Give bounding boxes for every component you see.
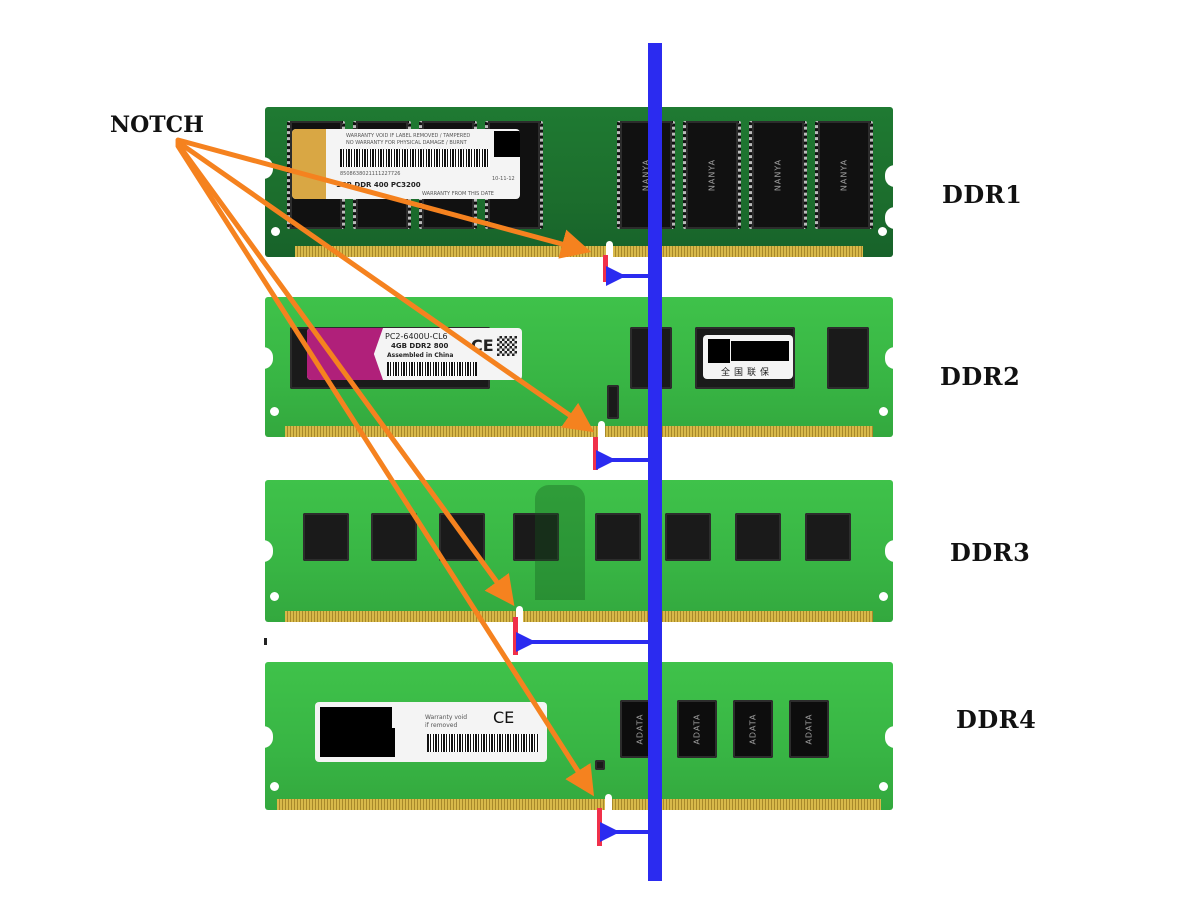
ddr4-sticker-barcode <box>427 734 539 752</box>
ddr3-right-side-notch <box>885 540 893 562</box>
ddr4-mount-hole-right <box>879 782 888 791</box>
ddr4-sticker-warranty-line1: Warranty void <box>425 714 468 721</box>
ddr4-right-side-notch <box>885 726 893 748</box>
ddr1-chip: NANYA <box>617 121 675 229</box>
ddr4-sticker-redaction-ext <box>389 728 395 757</box>
ddr4-chip: ADATA <box>620 700 660 758</box>
ddr1-sticker-barcode <box>340 149 490 167</box>
ddr3-mount-hole-left <box>270 592 279 601</box>
ddr4-small-chip <box>595 760 605 770</box>
ddr1-sticker-warranty-line2: NO WARRANTY FOR PHYSICAL DAMAGE / BURNT <box>346 140 467 146</box>
ddr2-second-sticker-redaction-left <box>708 339 730 363</box>
ddr1-label: DDR1 <box>942 180 1023 209</box>
ce-mark: CE <box>471 336 494 355</box>
ddr3-notch-marker <box>513 617 518 655</box>
ddr4-notch-marker <box>597 808 602 846</box>
chip-brand-text: NANYA <box>707 158 717 192</box>
ddr2-notch-marker <box>593 437 598 470</box>
ddr1-gold-pins <box>295 246 863 257</box>
ddr1-sticker-footer: WARRANTY FROM THIS DATE <box>422 191 494 197</box>
ddr1-notch-marker <box>603 255 608 282</box>
ddr4-gold-pins <box>277 799 881 810</box>
ddr3-chip <box>805 513 851 561</box>
chip-brand-text: ADATA <box>748 713 758 745</box>
ddr2-sticker-barcode <box>387 362 477 376</box>
ddr4-label: DDR4 <box>956 705 1037 734</box>
ddr4-key-notch <box>605 794 612 810</box>
ddr1-sticker: WARRANTY VOID IF LABEL REMOVED / TAMPERE… <box>292 129 520 199</box>
ddr3-chip <box>595 513 641 561</box>
ddr4-sticker: Warranty void if removed CE <box>315 702 547 762</box>
ddr2-second-sticker-text: 全国联保 <box>721 368 774 378</box>
ddr2-gold-pins <box>285 426 873 437</box>
ddr3-chip <box>371 513 417 561</box>
ddr1-right-side-notch <box>885 165 893 187</box>
ddr4-module: ADATA ADATA ADATA ADATA Warranty void if… <box>265 662 893 810</box>
ddr3-chip <box>735 513 781 561</box>
ddr1-sticker-spec: 1GB DDR 400 PC3200 <box>336 181 421 189</box>
chip-brand-text: NANYA <box>773 158 783 192</box>
ddr1-chip: NANYA <box>815 121 873 229</box>
ce-mark: CE <box>493 708 515 727</box>
chip-brand-text: NANYA <box>839 158 849 192</box>
ddr3-mount-hole-right <box>879 592 888 601</box>
ddr3-center-trace-region <box>535 485 585 600</box>
ddr1-right-side-notch-2 <box>885 207 893 229</box>
ddr2-sticker-part-number: PC2-6400U-CL6 <box>385 332 448 341</box>
ddr1-sticker-serial: 8508638021111227726 <box>340 171 401 177</box>
ddr4-chip: ADATA <box>733 700 773 758</box>
chip-brand-text: ADATA <box>804 713 814 745</box>
ddr1-module: NANYA NANYA NANYA NANYA WARRANTY VOID IF… <box>265 107 893 257</box>
ddr3-chip <box>303 513 349 561</box>
ddr4-sticker-warranty-line2: if removed <box>425 722 458 729</box>
notch-title-label: NOTCH <box>110 112 204 138</box>
ddr2-qr-code <box>497 336 517 356</box>
ddr4-sticker-redaction <box>320 707 392 757</box>
ddr3-gold-pins <box>285 611 873 622</box>
ddr2-module: PC2-6400U-CL6 4GB DDR2 800 Assembled in … <box>265 297 893 437</box>
ddr1-chip: NANYA <box>683 121 741 229</box>
ddr2-sticker-magenta-band <box>307 328 383 380</box>
ddr2-left-side-notch <box>265 347 273 369</box>
ddr2-second-sticker-redaction-right <box>731 341 789 361</box>
ddr1-sticker-date: 10-11-12 <box>492 176 515 182</box>
ddr2-sticker-capacity: 4GB DDR2 800 <box>391 342 449 350</box>
chip-brand-text: NANYA <box>641 158 651 192</box>
ddr4-left-side-notch <box>265 726 273 748</box>
ddr1-key-notch <box>606 241 613 257</box>
ddr2-key-notch <box>598 421 605 437</box>
ddr2-right-side-notch <box>885 347 893 369</box>
ddr3-key-notch <box>516 606 523 622</box>
ddr1-mount-hole-left <box>271 227 280 236</box>
stray-mark <box>264 638 267 645</box>
ddr1-left-side-notch <box>265 157 273 179</box>
chip-brand-text: ADATA <box>635 713 645 745</box>
ddr2-second-sticker: 全国联保 <box>703 335 793 379</box>
ddr4-chip: ADATA <box>789 700 829 758</box>
ddr2-sticker: PC2-6400U-CL6 4GB DDR2 800 Assembled in … <box>307 328 522 380</box>
ddr2-sticker-assembled: Assembled in China <box>387 352 454 359</box>
ddr3-left-side-notch <box>265 540 273 562</box>
ddr2-chip <box>630 327 672 389</box>
ddr2-chip <box>827 327 869 389</box>
ddr1-sticker-warranty-line1: WARRANTY VOID IF LABEL REMOVED / TAMPERE… <box>346 133 471 139</box>
ddr1-chip: NANYA <box>749 121 807 229</box>
ddr2-mount-hole-right <box>879 407 888 416</box>
ddr1-mount-hole-right <box>878 227 887 236</box>
ddr3-label: DDR3 <box>950 538 1031 567</box>
ddr4-chip: ADATA <box>677 700 717 758</box>
ddr4-mount-hole-left <box>270 782 279 791</box>
ddr2-mount-hole-left <box>270 407 279 416</box>
ddr3-chip <box>439 513 485 561</box>
ddr3-chip <box>665 513 711 561</box>
ddr2-label: DDR2 <box>940 362 1021 391</box>
ddr1-sticker-hologram <box>292 129 326 199</box>
ddr1-sticker-redaction <box>494 131 520 157</box>
chip-brand-text: ADATA <box>692 713 702 745</box>
ddr3-module <box>265 480 893 622</box>
ddr2-small-chip <box>607 385 619 419</box>
